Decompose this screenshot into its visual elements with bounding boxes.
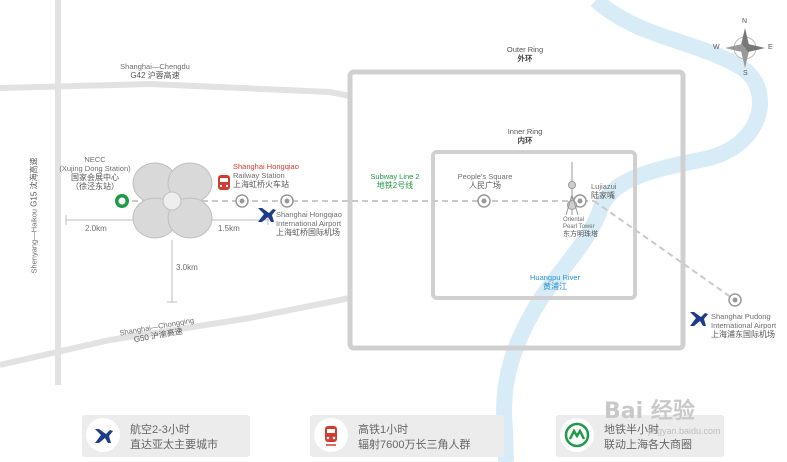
pudong-link <box>593 200 736 301</box>
g42-road <box>0 80 351 99</box>
baidu-watermark-url: jingyan.baidu.com <box>648 426 721 436</box>
distance-2km-label: 2.0km <box>85 224 107 233</box>
hongqiao-airplane-icon <box>258 208 276 222</box>
compass-west-label: W <box>713 44 720 51</box>
g15-road-label: Shenyang—Haikou G15 沈海高速 <box>29 157 39 274</box>
feature-metro: 地铁半小时 联动上海各大商圈 <box>556 415 724 457</box>
train-icon <box>218 175 230 190</box>
distance-1.5km-label: 1.5km <box>218 224 240 233</box>
distance-3km-label: 3.0km <box>176 263 198 272</box>
feature-air: 航空2-3小时 直达亚太主要城市 <box>82 415 250 457</box>
necc-clover-icon <box>132 162 213 239</box>
pearl-tower-icon <box>565 162 579 216</box>
peoples-square-station-marker <box>477 194 491 208</box>
feature-metro-line2: 联动上海各大商圈 <box>604 439 692 451</box>
pudong-airport-station-marker <box>728 293 742 307</box>
feature-air-line2: 直达亚太主要城市 <box>130 439 218 451</box>
metro-icon <box>560 418 594 452</box>
necc-label: NECC (Xujing Dong Station) 国家会展中心 （徐泾东站） <box>59 155 131 191</box>
feature-rail: 高铁1小时 辐射7600万长三角人群 <box>310 415 504 457</box>
huangpu-river <box>496 0 768 462</box>
train-icon <box>314 418 348 452</box>
necc-station-marker <box>115 194 129 208</box>
hongqiao-rail-label: Shanghai Hongqiao Railway Station 上海虹桥火车… <box>233 162 299 189</box>
airplane-icon <box>86 418 120 452</box>
compass-south-label: S <box>743 70 748 77</box>
compass-rose-icon <box>725 28 765 68</box>
pudong-airplane-icon <box>690 312 708 326</box>
pearl-tower-label: Oriental Pearl Tower 东方明珠塔 <box>563 217 598 238</box>
compass-north-label: N <box>742 18 748 25</box>
baidu-watermark-logo: Bai 经验 <box>604 399 695 424</box>
inner-ring <box>431 150 637 300</box>
feature-air-line1: 航空2-3小时 <box>130 424 190 436</box>
hongqiao-rail-station-marker <box>235 194 249 208</box>
pudong-airport-label: Shanghai Pudong International Airport 上海… <box>711 312 777 339</box>
compass-east-label: E <box>768 44 773 51</box>
hongqiao-airport-label: Shanghai Hongqiao International Airport … <box>276 210 342 237</box>
feature-rail-line1: 高铁1小时 <box>358 424 409 436</box>
feature-rail-line2: 辐射7600万长三角人群 <box>358 439 471 451</box>
hongqiao-airport-station-marker <box>280 194 294 208</box>
feature-metro-line1: 地铁半小时 <box>604 424 659 436</box>
outer-ring <box>347 69 686 351</box>
